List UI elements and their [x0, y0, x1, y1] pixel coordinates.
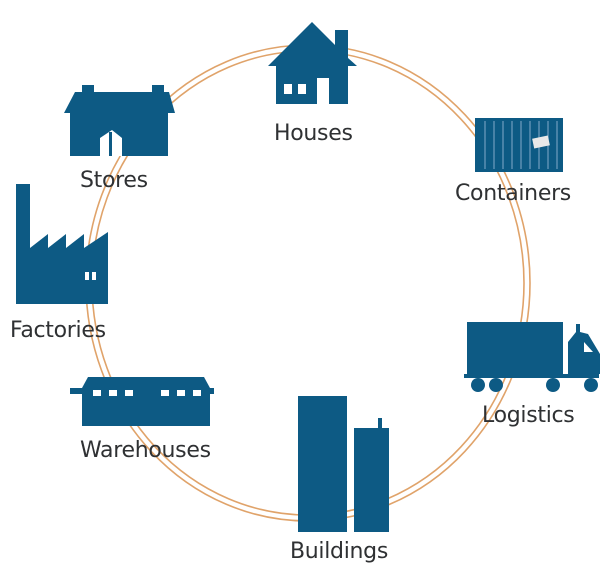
factories-label: Factories: [10, 318, 106, 343]
containers-label: Containers: [455, 181, 571, 206]
houses-label: Houses: [274, 121, 353, 146]
warehouse-icon: [70, 377, 214, 426]
shipping-container-icon: [475, 118, 563, 172]
warehouses-label: Warehouses: [80, 438, 211, 463]
factory-icon: [16, 184, 108, 304]
house-icon: [268, 22, 357, 104]
stores-label: Stores: [80, 168, 148, 193]
store-icon: [64, 85, 175, 156]
truck-icon: [464, 322, 600, 392]
logistics-label: Logistics: [482, 403, 575, 428]
tall-buildings-icon: [298, 396, 389, 532]
buildings-label: Buildings: [290, 539, 389, 564]
